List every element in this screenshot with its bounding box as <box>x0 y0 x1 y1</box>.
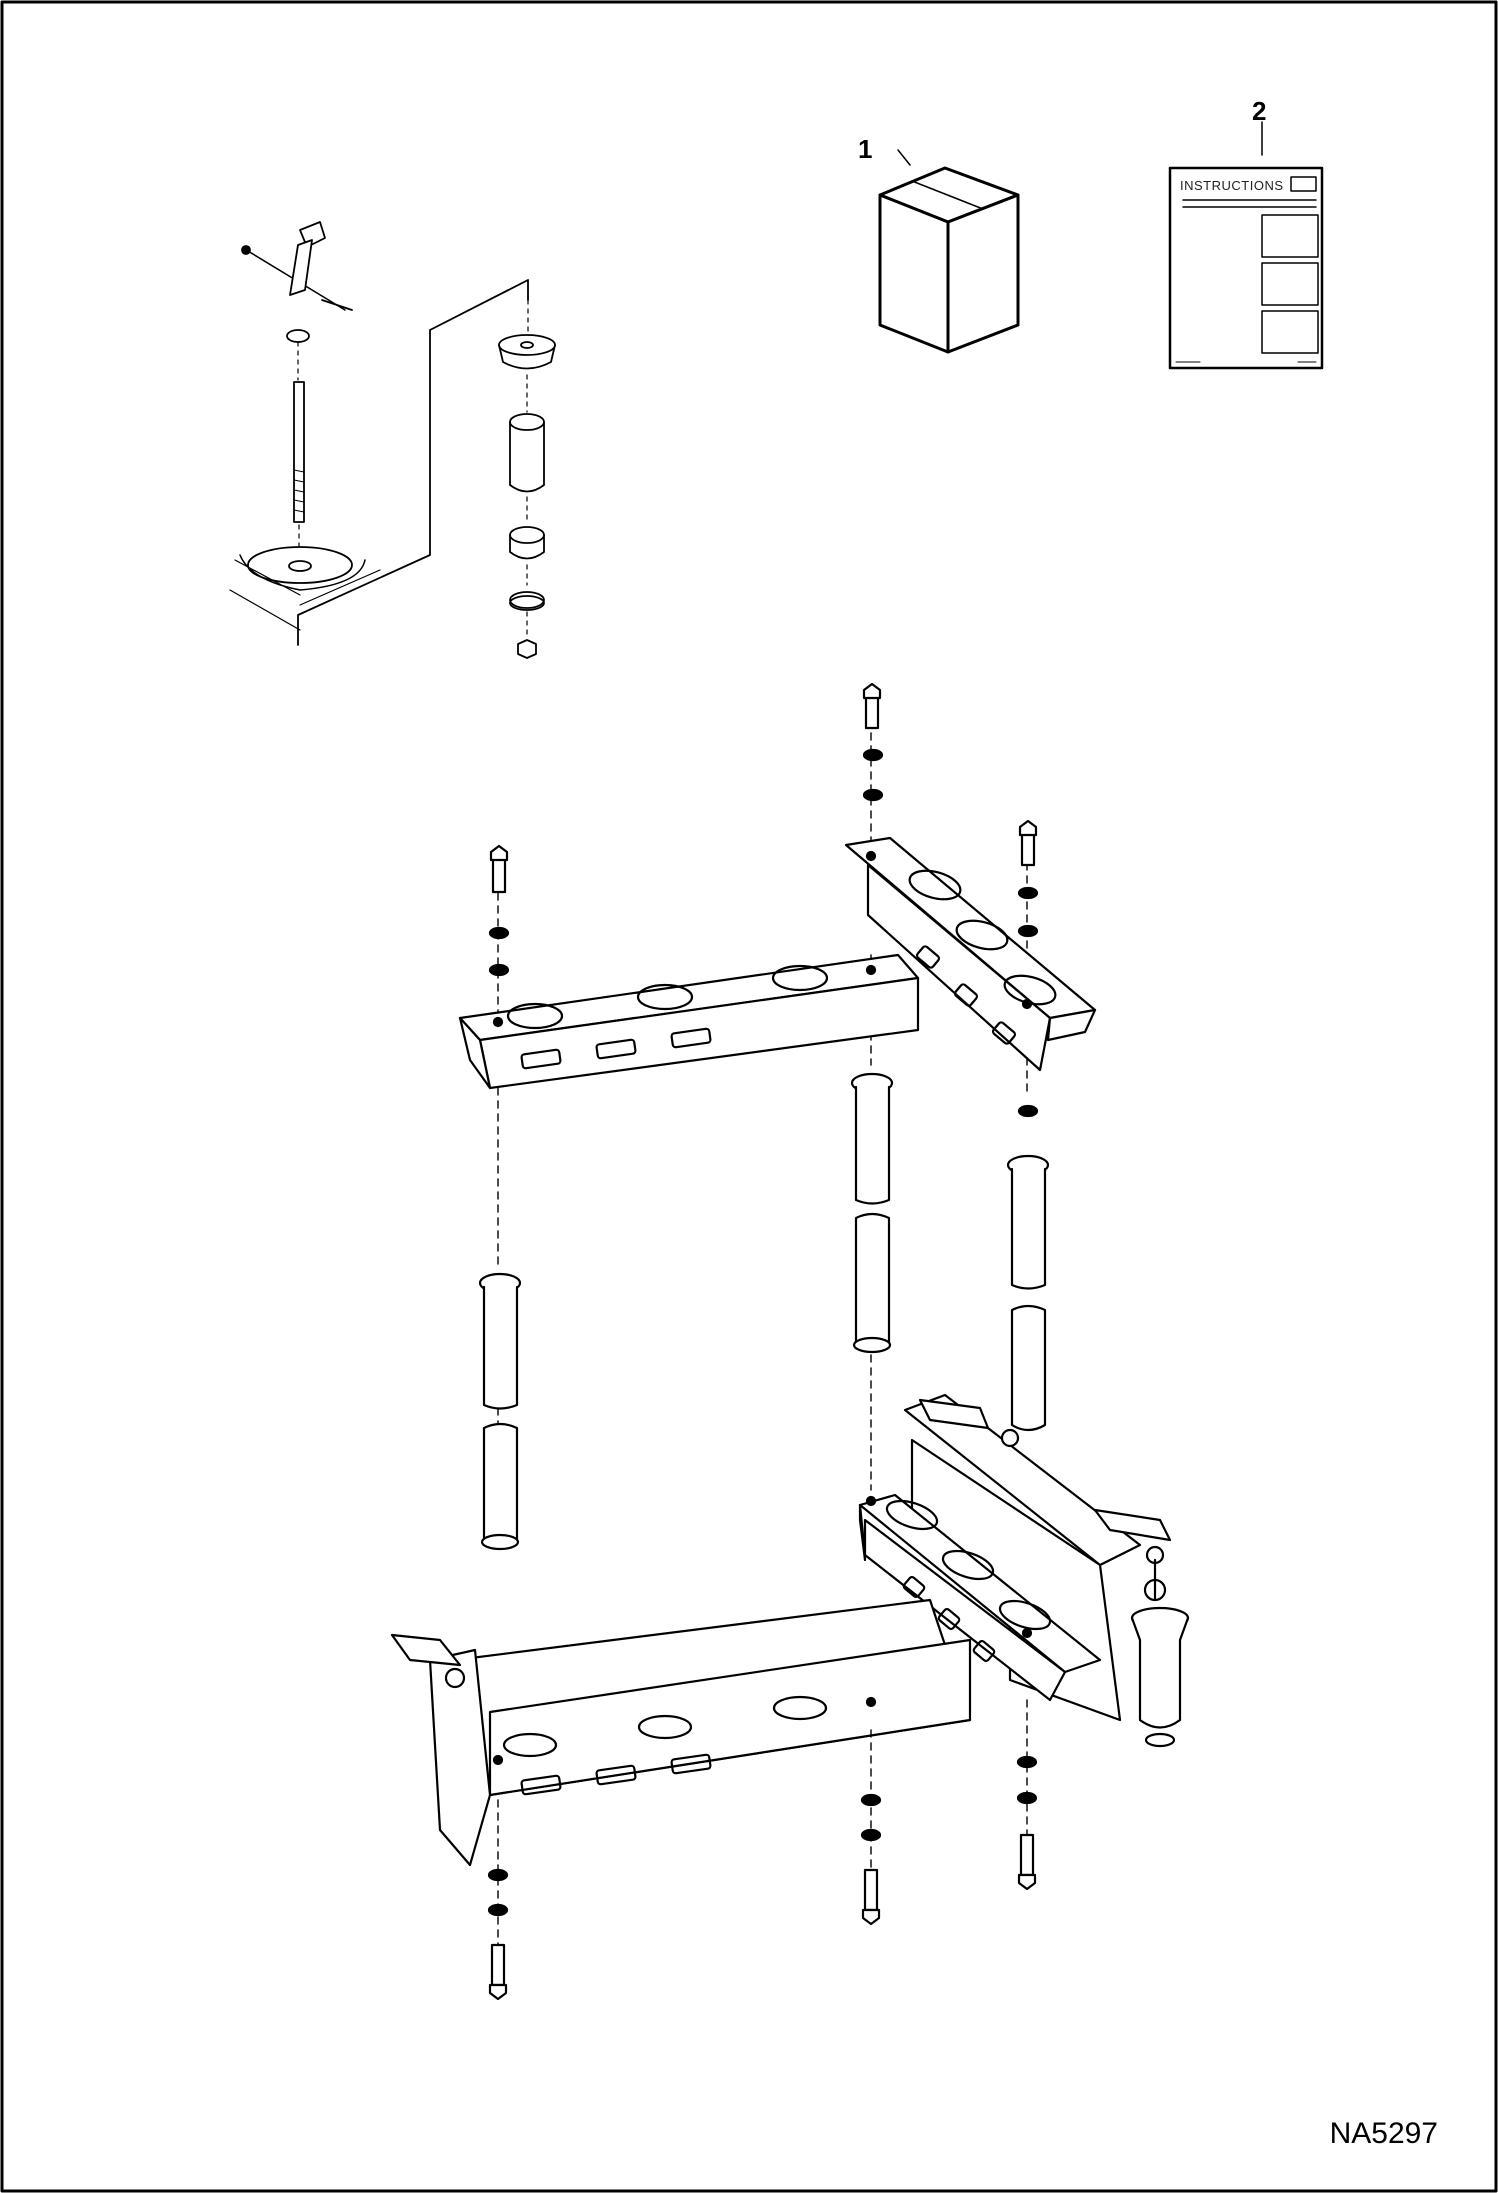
instructions-sheet-illustration <box>1168 121 1324 370</box>
upper-right-channel <box>844 836 1097 1072</box>
spacer-tubes <box>478 1072 1050 1551</box>
kit-box-illustration <box>878 149 1020 354</box>
frame-mount-assembly-illustration <box>390 682 1190 2001</box>
top-bolts <box>489 682 1038 894</box>
isolator-detail-illustration <box>229 221 556 659</box>
lower-left-channel <box>390 1598 972 1867</box>
callout-item-2: 2 <box>1252 96 1267 126</box>
lower-right-bracket <box>858 1393 1190 1748</box>
top-washers <box>488 748 1039 1118</box>
upper-left-channel <box>458 953 920 1090</box>
bottom-bolts <box>488 1833 1037 2001</box>
instructions-sheet-title: INSTRUCTIONS <box>1180 178 1284 193</box>
callout-item-1: 1 <box>858 134 873 164</box>
drawing-code: NA5297 <box>1329 2117 1438 2150</box>
